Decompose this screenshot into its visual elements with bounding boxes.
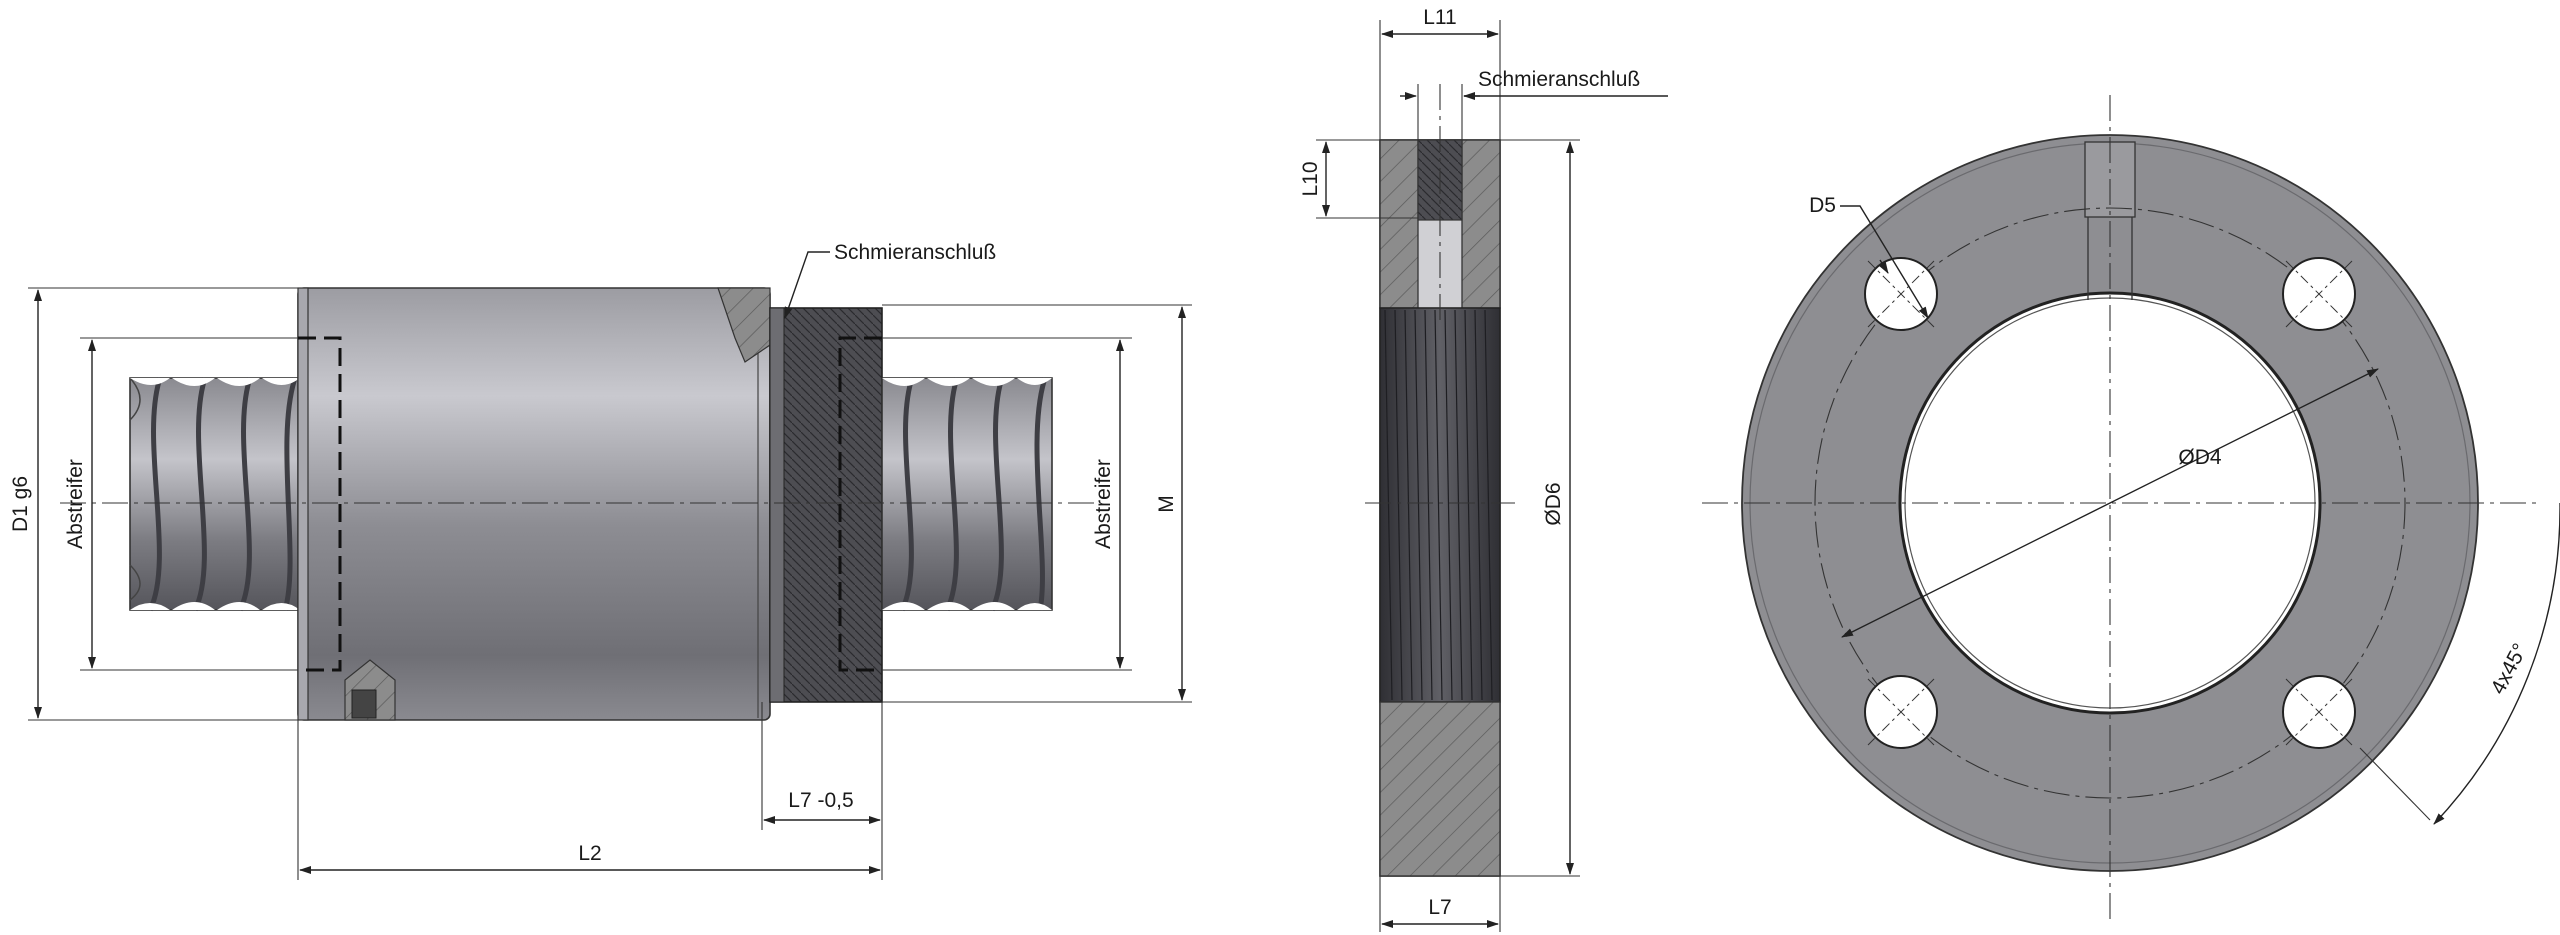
label-l2: L2	[578, 842, 601, 865]
dim-l10: L10	[1299, 139, 1418, 219]
screw-right	[881, 377, 1053, 612]
section-bottom-hatch	[1379, 701, 1501, 877]
label-m: M	[1155, 495, 1178, 513]
bolt-holes	[1864, 257, 2356, 749]
bolt-circle	[1814, 207, 2406, 799]
label-d5: D5	[1809, 194, 1836, 217]
hidden-wiper-right	[838, 336, 882, 672]
label-lube-mid: Schmieranschluß	[1478, 68, 1640, 91]
dim-d4: ØD4	[1841, 368, 2379, 638]
dim-d5: D5	[1809, 194, 1929, 319]
label-l7-tol: L7 -0,5	[788, 789, 853, 812]
label-d6: ØD6	[1542, 482, 1565, 525]
section-view: L11 Schmieranschluß L10 ØD6	[1299, 6, 1668, 932]
side-view: D1 g6 Abstreifer Abstreifer M	[9, 241, 1192, 880]
dim-l2: L2	[297, 720, 881, 880]
front-view: ØD4 D5 4x45°	[1702, 95, 2560, 920]
dim-l11: L11	[1379, 6, 1501, 140]
lube-dim-middle: Schmieranschluß	[1400, 68, 1668, 140]
nut-body	[297, 287, 787, 721]
label-l7: L7	[1428, 896, 1451, 919]
dim-wiper-left: Abstreifer	[64, 337, 298, 671]
threaded-section	[769, 307, 883, 703]
lube-leader-left: Schmieranschluß	[784, 241, 996, 319]
hidden-wiper-left	[298, 336, 342, 672]
label-wiper-right: Abstreifer	[1092, 459, 1115, 549]
label-l11: L11	[1423, 6, 1456, 29]
label-d4: ØD4	[2178, 446, 2222, 469]
dim-d6: ØD6	[1500, 139, 1580, 877]
dim-m: M	[882, 304, 1192, 703]
label-wiper-left: Abstreifer	[64, 459, 87, 549]
screw-left	[129, 377, 301, 612]
section-thread	[1379, 307, 1501, 703]
dim-d1: D1 g6	[9, 287, 298, 721]
label-angle: 4x45°	[2486, 640, 2532, 698]
dim-wiper-right: Abstreifer	[882, 337, 1132, 671]
label-lube-left: Schmieranschluß	[834, 241, 996, 264]
label-d1: D1 g6	[9, 476, 32, 532]
dim-l7: L7	[1379, 876, 1501, 932]
dim-l7-tol: L7 -0,5	[761, 702, 883, 880]
label-l10: L10	[1299, 161, 1322, 196]
